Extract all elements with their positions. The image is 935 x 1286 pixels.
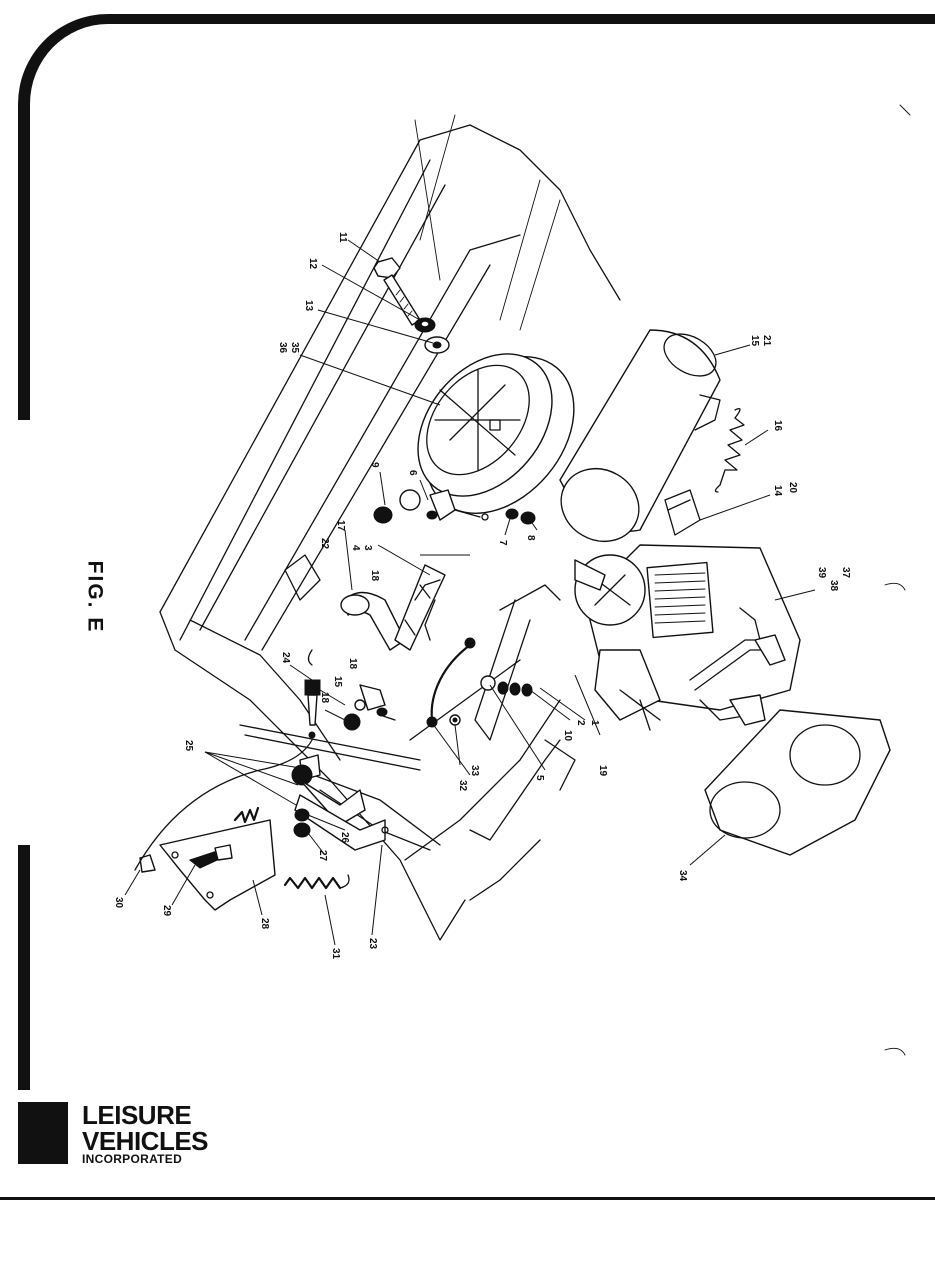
pedal-bracket bbox=[139, 819, 276, 911]
callout-leader-lines bbox=[124, 239, 816, 946]
callout-18b: 18 bbox=[347, 658, 358, 670]
logo-text-line1: LEISURE bbox=[82, 1100, 192, 1130]
callout-27: 27 bbox=[317, 850, 328, 862]
bolt-part-24 bbox=[304, 679, 321, 739]
callout-9: 9 bbox=[369, 462, 380, 468]
return-springs bbox=[233, 806, 350, 890]
callout-12: 12 bbox=[307, 258, 318, 270]
fuel-line bbox=[426, 637, 476, 728]
callout-37: 37 bbox=[840, 567, 851, 579]
callout-13: 13 bbox=[303, 300, 314, 312]
callout-31: 31 bbox=[330, 948, 341, 960]
callout-18c: 18 bbox=[319, 692, 330, 704]
callout-17: 17 bbox=[335, 520, 346, 532]
air-cleaner-assembly bbox=[417, 353, 575, 515]
callout-36: 36 bbox=[277, 342, 288, 354]
callout-33: 33 bbox=[469, 765, 480, 777]
callout-20: 20 bbox=[787, 482, 798, 494]
callout-18a: 18 bbox=[369, 570, 380, 582]
figure-label: FIG. E bbox=[83, 560, 107, 634]
intake-tube-and-bracket bbox=[340, 564, 446, 651]
callout-28: 28 bbox=[259, 918, 270, 930]
callout-30: 30 bbox=[113, 897, 124, 909]
vehicle-body-outline bbox=[159, 114, 621, 941]
callout-11: 11 bbox=[337, 232, 348, 243]
callout-22: 22 bbox=[319, 538, 330, 550]
callout-35: 35 bbox=[289, 342, 300, 354]
callout-24: 24 bbox=[280, 652, 291, 664]
logo-text-line3: INCORPORATED bbox=[82, 1152, 183, 1166]
mount-parts-6-9 bbox=[373, 489, 536, 525]
callout-23: 23 bbox=[367, 938, 378, 950]
nuts-washers-5-10 bbox=[480, 675, 533, 697]
callout-32: 32 bbox=[457, 780, 468, 792]
page-bottom-rule bbox=[0, 1197, 935, 1200]
callout-7: 7 bbox=[497, 540, 508, 546]
scan-marks bbox=[884, 104, 911, 1056]
callout-labels: 11 12 13 35 36 9 6 17 22 3 4 18 7 8 21 1… bbox=[113, 232, 851, 960]
page-frame-top-border bbox=[110, 14, 935, 24]
callout-19: 19 bbox=[597, 765, 608, 777]
callout-5: 5 bbox=[534, 775, 545, 781]
callout-26: 26 bbox=[339, 832, 350, 844]
throttle-cable bbox=[134, 649, 313, 871]
callout-39: 39 bbox=[816, 567, 827, 579]
callout-34: 34 bbox=[677, 870, 688, 882]
company-logo: LEISURE VEHICLES INCORPORATED bbox=[18, 1100, 228, 1166]
callout-4: 4 bbox=[350, 545, 361, 551]
bolt-and-washers bbox=[373, 257, 450, 354]
muffler bbox=[559, 329, 721, 543]
callout-15: 15 bbox=[749, 335, 760, 347]
callout-16: 16 bbox=[772, 420, 783, 432]
callout-29: 29 bbox=[161, 905, 172, 917]
spring-part-16 bbox=[714, 407, 745, 493]
callout-14: 14 bbox=[772, 485, 783, 497]
callout-21: 21 bbox=[761, 335, 772, 347]
callout-15b: 15 bbox=[332, 676, 343, 688]
callout-1: 1 bbox=[589, 720, 600, 726]
callout-10: 10 bbox=[562, 730, 573, 742]
page-frame-left-border-upper bbox=[18, 115, 30, 420]
throttle-linkage-parts bbox=[343, 684, 461, 731]
logo-mark bbox=[18, 1102, 68, 1164]
callout-8: 8 bbox=[525, 535, 536, 541]
lower-mount-parts bbox=[291, 754, 389, 851]
engine-assembly bbox=[574, 544, 801, 731]
page-frame-left-border-lower bbox=[18, 845, 30, 1090]
callout-38: 38 bbox=[828, 580, 839, 592]
callout-25: 25 bbox=[183, 740, 194, 752]
logo-text-line2: VEHICLES bbox=[82, 1126, 209, 1156]
callout-2: 2 bbox=[575, 720, 586, 726]
callout-6: 6 bbox=[407, 470, 418, 476]
engine-shroud bbox=[704, 709, 891, 856]
callout-3: 3 bbox=[362, 545, 373, 551]
